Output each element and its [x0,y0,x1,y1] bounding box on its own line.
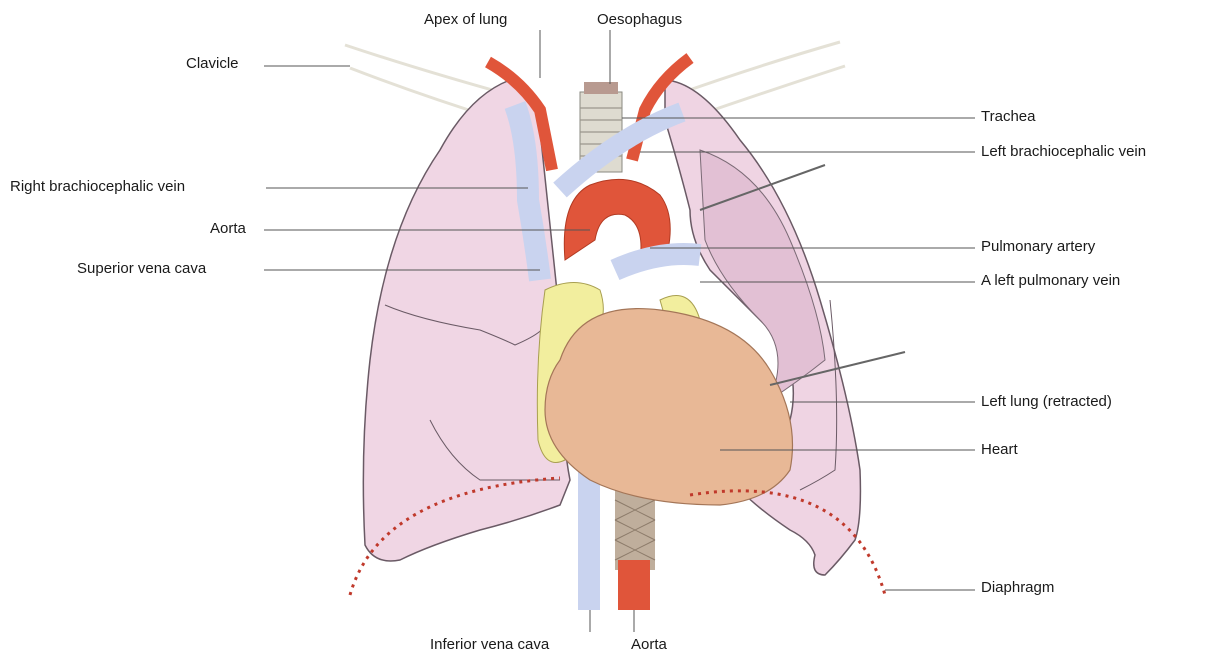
label-pulmonary-artery: Pulmonary artery [981,238,1095,256]
label-oesophagus: Oesophagus [597,11,682,29]
label-aorta-lower: Aorta [631,636,667,654]
descending-aorta-shape [618,560,650,610]
label-trachea: Trachea [981,108,1035,126]
left-pulmonary-vein-shape [615,254,700,270]
label-apex-of-lung: Apex of lung [424,11,507,29]
right-lung [363,80,570,561]
label-left-pulmonary-vein: A left pulmonary vein [981,272,1120,290]
label-right-brachiocephalic-vein: Right brachiocephalic vein [10,178,185,196]
label-heart: Heart [981,441,1018,459]
label-aorta-upper: Aorta [210,220,246,238]
inferior-vena-cava-shape [578,470,600,610]
label-clavicle: Clavicle [186,55,239,73]
label-superior-vena-cava: Superior vena cava [77,260,206,278]
label-diaphragm: Diaphragm [981,579,1054,597]
label-inferior-vena-cava: Inferior vena cava [430,636,549,654]
oesophagus-top-shape [584,82,618,94]
label-left-brachiocephalic-vein: Left brachiocephalic vein [981,143,1146,161]
label-left-lung-retracted: Left lung (retracted) [981,393,1112,411]
